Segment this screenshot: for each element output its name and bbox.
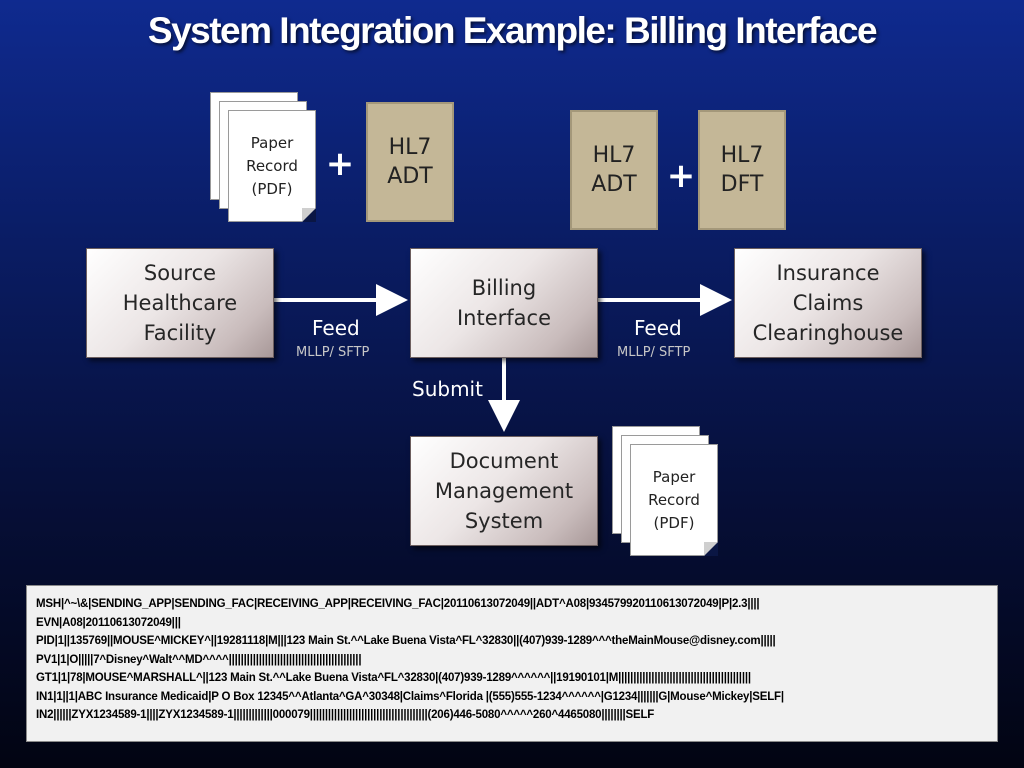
page-fold-icon xyxy=(302,208,316,222)
hl7-segment-msh: MSH|^~\&|SENDING_APP|SENDING_FAC|RECEIVI… xyxy=(36,598,760,610)
hl7-message-sample: MSH|^~\&|SENDING_APP|SENDING_FAC|RECEIVI… xyxy=(26,585,998,742)
hl7-segment-in2: IN2||||||ZYX1234589-1||||ZYX1234589-1|||… xyxy=(36,709,655,721)
billing-interface-node: Billing Interface xyxy=(410,248,598,358)
hl7-adt-message-billing: HL7 ADT xyxy=(570,110,658,230)
source-healthcare-facility-node: Source Healthcare Facility xyxy=(86,248,274,358)
paper-record-document: Paper Record (PDF) xyxy=(228,110,316,222)
hl7-dft-message: HL7 DFT xyxy=(698,110,786,230)
paper-record-label: Paper Record (PDF) xyxy=(648,467,700,532)
paper-record-stack-top: Paper Record (PDF) xyxy=(210,92,320,222)
hl7-adt-message: HL7 ADT xyxy=(366,102,454,222)
plus-icon: + xyxy=(666,156,696,196)
paper-record-document: Paper Record (PDF) xyxy=(630,444,718,556)
insurance-claims-clearinghouse-node: Insurance Claims Clearinghouse xyxy=(734,248,922,358)
page-fold-icon xyxy=(704,542,718,556)
hl7-segment-evn: EVN|A08|20110613072049||| xyxy=(36,616,181,629)
slide-title: System Integration Example: Billing Inte… xyxy=(147,10,878,51)
hl7-segment-pv1: PV1|1|O|||||7^Disney^Walt^^MD^^^^|||||||… xyxy=(36,653,362,666)
hl7-segment-gt1: GT1|1|78|MOUSE^MARSHALL^||123 Main St.^^… xyxy=(36,672,751,684)
hl7-segment-in1: IN1|1||1|ABC Insurance Medicaid|P O Box … xyxy=(36,690,784,703)
plus-icon: + xyxy=(325,144,355,184)
feed-label-left: Feed xyxy=(312,316,360,340)
hl7-segment-pid: PID|1||135769||MOUSE^MICKEY^||19281118|M… xyxy=(36,635,776,647)
document-management-system-node: Document Management System xyxy=(410,436,598,546)
protocol-label-right: MLLP/ SFTP xyxy=(617,345,691,360)
feed-label-right: Feed xyxy=(634,316,682,340)
paper-record-stack-bottom: Paper Record (PDF) xyxy=(612,426,722,556)
submit-label: Submit xyxy=(412,377,483,401)
protocol-label-left: MLLP/ SFTP xyxy=(296,345,370,360)
paper-record-label: Paper Record (PDF) xyxy=(246,133,298,198)
